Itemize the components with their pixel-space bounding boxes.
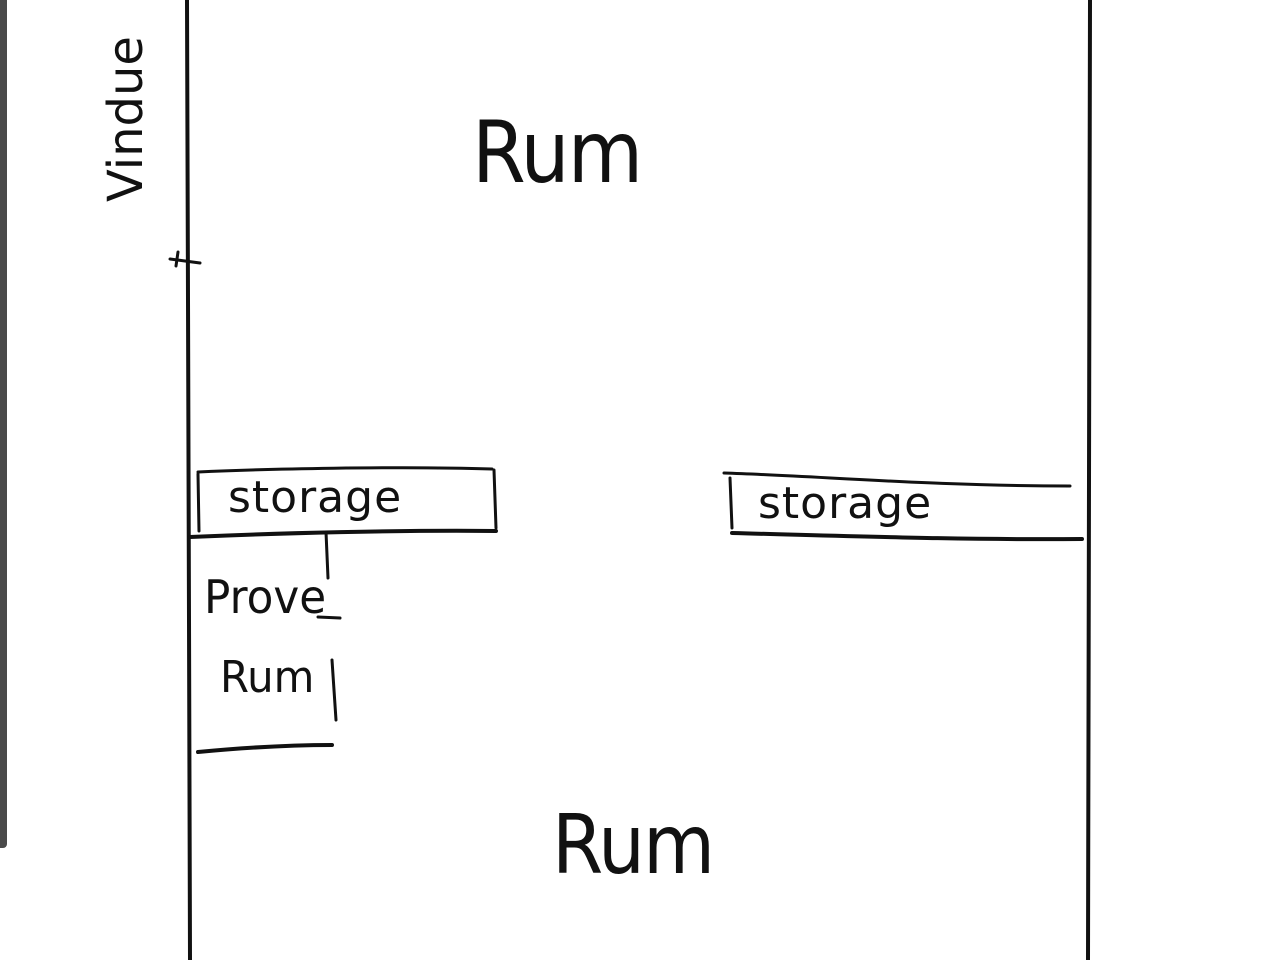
storage-left-top (196, 466, 494, 474)
window-label: Vindue (98, 36, 154, 202)
prove-room-right-lower (330, 658, 338, 722)
window-tick-hook (174, 250, 180, 268)
storage-right-left (728, 476, 734, 530)
storage-right-bottom (730, 531, 1084, 542)
prove-room-underline (316, 615, 342, 620)
storage-left-bottom (188, 528, 498, 539)
storage-left-inner (196, 472, 201, 533)
prove-room-bottom (196, 743, 334, 754)
left-wall (185, 0, 192, 960)
storage-label-left: storage (228, 472, 403, 523)
prove-room-right-upper (324, 530, 330, 580)
room-label-bottom: Rum (552, 798, 715, 893)
window-edge-bar (0, 0, 7, 848)
right-wall (1086, 0, 1092, 960)
prove-room-label-line2: Rum (220, 652, 315, 703)
storage-left-right (492, 468, 498, 530)
prove-room-label-line1: Prove (204, 570, 327, 624)
storage-right-top (722, 471, 1072, 488)
window-tick (168, 257, 202, 265)
room-label-top: Rum (472, 103, 643, 203)
storage-label-right: storage (758, 478, 933, 529)
